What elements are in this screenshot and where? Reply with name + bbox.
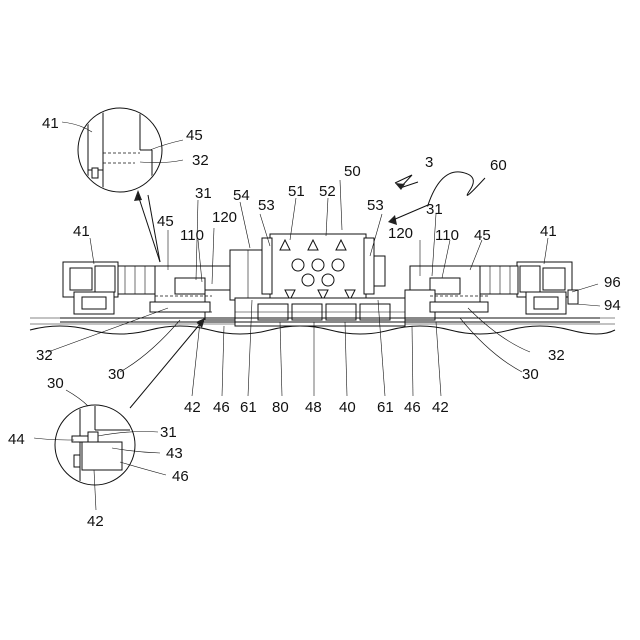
label-120-right: 120 [388,225,413,242]
label-32-left: 32 [36,347,53,364]
label-31-left: 31 [195,185,212,202]
label-41-detail: 41 [42,115,59,132]
label-31-right: 31 [426,201,443,218]
label-43-detail: 43 [166,445,183,462]
right-motor [478,262,578,314]
label-42-bottom-left: 42 [184,399,201,416]
label-45-detail: 45 [186,127,203,144]
label-30-detail: 30 [47,375,64,392]
label-44-detail: 44 [8,431,25,448]
label-61-left: 61 [240,399,257,416]
label-53-left: 53 [258,197,275,214]
label-31-detail: 31 [160,424,177,441]
label-52: 52 [319,183,336,200]
label-3: 3 [425,154,433,171]
label-45-left: 45 [157,213,174,230]
label-110-right: 110 [435,227,459,244]
label-96: 96 [604,274,621,291]
label-32-right: 32 [548,347,565,364]
spiked-drum [262,234,374,300]
label-30-right: 30 [522,366,539,383]
label-41-right: 41 [540,223,557,240]
label-40: 40 [339,399,356,416]
label-48: 48 [305,399,322,416]
label-46-bottom-right: 46 [404,399,421,416]
label-32-detail: 32 [192,152,209,169]
label-46-detail: 46 [172,468,189,485]
label-80: 80 [272,399,289,416]
top-detail-view [78,100,162,262]
label-46-bottom-left: 46 [213,399,230,416]
label-41-left: 41 [73,223,90,240]
label-42-bottom-right: 42 [432,399,449,416]
bottom-detail-view [55,318,205,490]
label-120-left: 120 [212,209,237,226]
label-110-left: 110 [180,227,204,244]
label-45-right: 45 [474,227,491,244]
label-50: 50 [344,163,361,180]
machine-main-view [30,234,615,334]
label-42-detail: 42 [87,513,104,530]
label-30-left: 30 [108,366,125,383]
left-motor [63,262,158,314]
label-51: 51 [288,183,305,200]
label-94: 94 [604,297,621,314]
label-60: 60 [490,157,507,174]
label-54: 54 [233,187,250,204]
label-61-right: 61 [377,399,394,416]
label-53-right: 53 [367,197,384,214]
